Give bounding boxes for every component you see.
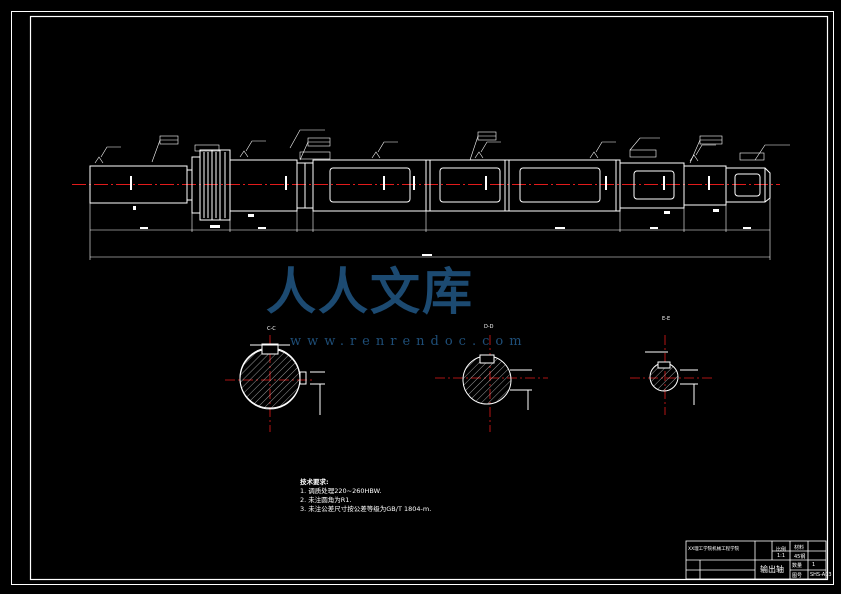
sheet-value: SHS-A03 bbox=[810, 572, 832, 578]
dimension-lines bbox=[89, 129, 790, 260]
material-value: 45钢 bbox=[794, 554, 806, 560]
section-c-label: C-C bbox=[267, 326, 276, 332]
dimension-labels bbox=[130, 176, 751, 256]
scale-label: 比例 bbox=[776, 547, 787, 553]
watermark-url: www.renrendoc.com bbox=[290, 334, 528, 349]
part-name: 输出轴 bbox=[760, 565, 784, 574]
material-label: 材料 bbox=[794, 545, 805, 551]
section-e bbox=[630, 335, 712, 415]
outer-frame bbox=[11, 11, 834, 585]
qty-label: 数量 bbox=[792, 563, 803, 569]
tech-note-item: 3. 未注公差尺寸按公差等级为GB/T 1804-m. bbox=[300, 505, 432, 513]
qty-value: 1 bbox=[812, 562, 816, 568]
tech-notes: 技术要求: 1. 调质处理220~260HBW. 2. 未注圆角为R1. 3. … bbox=[300, 478, 431, 514]
tech-note-item: 2. 未注圆角为R1. bbox=[300, 496, 352, 504]
inner-frame bbox=[29, 15, 829, 581]
tech-note-item: 1. 调质处理220~260HBW. bbox=[300, 487, 382, 495]
section-e-label: E-E bbox=[662, 316, 670, 322]
school-name: XX理工学院机械工程学院 bbox=[688, 547, 740, 552]
sheet-label: 图号 bbox=[792, 573, 803, 579]
tech-notes-heading: 技术要求: bbox=[300, 478, 329, 486]
scale-value: 1:1 bbox=[777, 553, 786, 559]
title-block: XX理工学院机械工程学院 比例 材料 1:1 45钢 输出轴 数量 1 图号 S… bbox=[686, 541, 832, 579]
watermark-text: 人人文库 bbox=[266, 263, 474, 321]
section-d-label: D-D bbox=[484, 324, 494, 330]
title-block-grid bbox=[685, 540, 827, 580]
section-d bbox=[435, 335, 548, 432]
section-c bbox=[225, 335, 325, 432]
